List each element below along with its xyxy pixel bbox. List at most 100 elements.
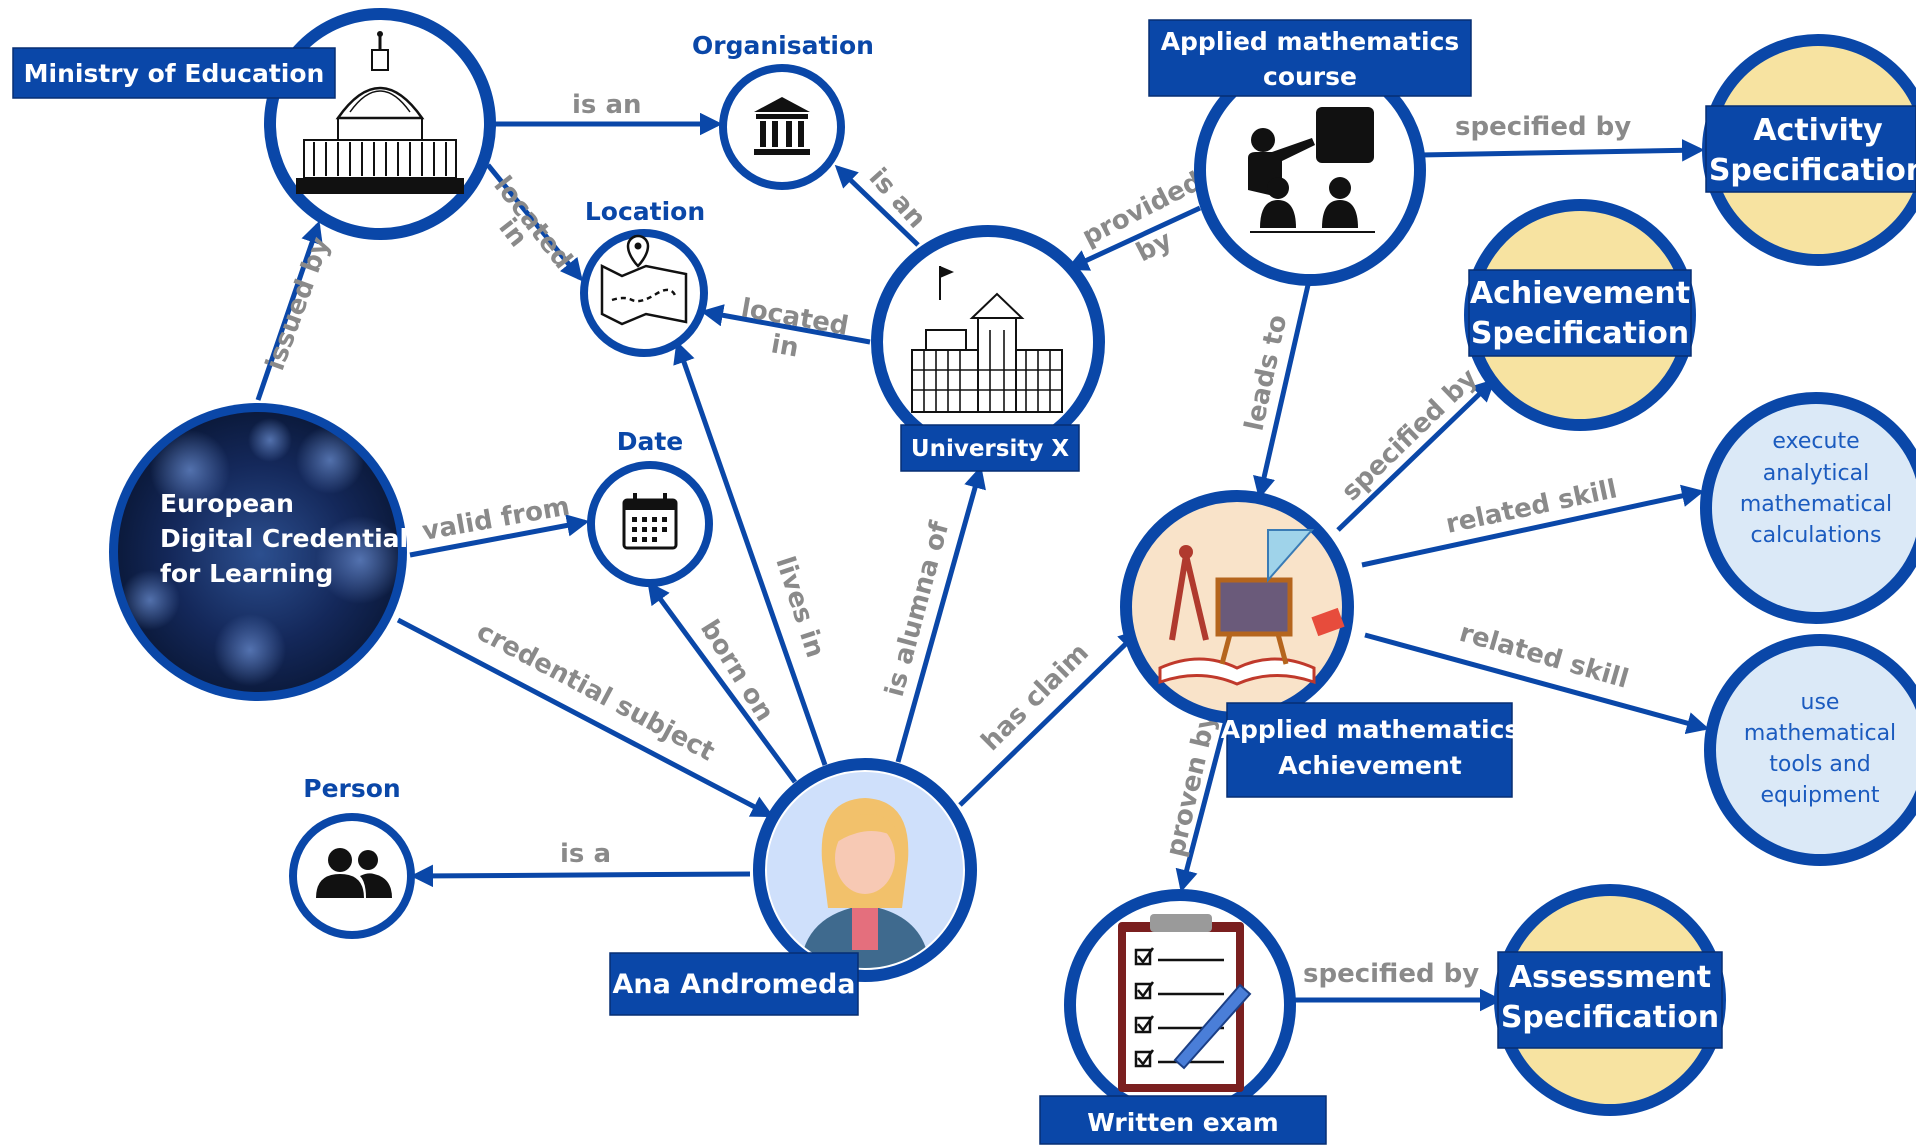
edge-related-skill-2: [1364, 632, 1710, 735]
label-by: by: [1132, 225, 1177, 268]
edge-lives-in: [673, 340, 828, 766]
skill-2-line-4: equipment: [1760, 783, 1879, 808]
clipboard-checklist-icon: [1118, 914, 1252, 1092]
achievement-line-1: Applied mathematics: [1221, 715, 1520, 744]
label-is-alumna-of: is alumna of: [880, 518, 956, 700]
node-skill-1: execute analytical mathematical calculat…: [1700, 392, 1916, 624]
assessment-spec-line-1: Assessment: [1509, 960, 1711, 995]
label-credential-subject: credential subject: [472, 617, 720, 768]
label-has-claim: has claim: [976, 638, 1095, 757]
university-label: University X: [911, 436, 1069, 462]
activity-spec-line-1: Activity: [1753, 113, 1883, 148]
achievement-spec-box: [1468, 269, 1692, 357]
skill-1-line-1: execute: [1772, 429, 1859, 454]
node-ana: Ana Andromeda: [609, 758, 977, 1016]
edge-leads-to: [1253, 284, 1311, 500]
organisation-title: Organisation: [692, 31, 874, 60]
label-born-on: born on: [694, 615, 779, 727]
node-ministry: Ministry of Education: [12, 8, 496, 240]
exam-label-box: [1039, 1095, 1327, 1145]
achievement-line-2: Achievement: [1278, 751, 1462, 780]
credential-line-3: for Learning: [160, 559, 333, 588]
assessment-spec-box: [1497, 951, 1723, 1049]
label-univ-in: in: [769, 329, 801, 363]
skill-2-line-3: tools and: [1769, 752, 1871, 777]
node-assessment-spec: Assessment Specification: [1494, 884, 1726, 1116]
edge-born-on: [647, 581, 798, 784]
ministry-label-box: [12, 47, 336, 99]
woman-avatar-icon: [767, 772, 963, 968]
math-tools-book-icon: [1158, 529, 1345, 686]
skill-1-line-4: calculations: [1751, 523, 1882, 548]
edge-ministry-located-in: [486, 163, 583, 282]
course-line-2: course: [1263, 62, 1357, 91]
location-title: Location: [585, 197, 705, 226]
node-university: University X: [871, 225, 1105, 472]
node-skill-2: use mathematical tools and equipment: [1704, 634, 1916, 866]
edge-related-skill-1: [1361, 484, 1705, 568]
edge-course-specified-by: [1419, 139, 1705, 162]
activity-spec-line-2: Specification: [1709, 153, 1916, 188]
map-pin-icon: [600, 234, 688, 326]
node-credential: European Digital Credentials for Learnin…: [109, 403, 423, 701]
edge-has-claim: [958, 628, 1142, 807]
node-course: Applied mathematics course: [1148, 19, 1472, 286]
university-building-icon: [911, 266, 1063, 413]
teacher-students-icon: [1240, 100, 1380, 235]
skill-2-line-2: mathematical: [1744, 721, 1896, 746]
label-issued-by: issued by: [260, 233, 336, 374]
label-ministry-located: located: [487, 171, 577, 275]
university-label-box: [900, 424, 1080, 472]
assessment-spec-line-2: Specification: [1501, 1000, 1719, 1035]
node-exam: Written exam: [1039, 889, 1327, 1145]
ana-label: Ana Andromeda: [612, 969, 855, 1000]
activity-spec-box: [1705, 105, 1916, 193]
institution-icon: [754, 97, 810, 155]
credential-bokeh-background: [118, 412, 398, 692]
label-ach-specified-by: specified by: [1336, 363, 1484, 507]
edge-univ-located-in: [700, 304, 871, 345]
skill-1-line-3: mathematical: [1740, 492, 1892, 517]
credential-line-2: Digital Credentials: [160, 524, 423, 553]
edges: [255, 112, 1710, 1012]
node-location: Location: [580, 197, 708, 357]
edge-is-a: [410, 864, 751, 888]
label-is-a: is a: [560, 839, 611, 869]
skill-1-line-2: analytical: [1763, 461, 1869, 486]
node-activity-spec: Activity Specification: [1702, 34, 1916, 266]
ana-label-box: [609, 952, 859, 1016]
edge-is-alumna-of: [895, 465, 986, 763]
credential-line-1: European: [160, 489, 294, 518]
label-leads-to: leads to: [1240, 312, 1294, 433]
label-proven-by: proven by: [1161, 710, 1223, 860]
ministry-label: Ministry of Education: [24, 59, 325, 88]
label-exam-specified-by: specified by: [1303, 959, 1479, 989]
edge-credential-subject: [396, 617, 774, 818]
capitol-building-icon: [296, 31, 464, 194]
achievement-label-box: [1226, 702, 1513, 798]
node-organisation: Organisation: [692, 31, 874, 190]
edge-issued-by: [255, 220, 323, 401]
edge-proven-by: [1175, 719, 1229, 893]
course-label-box: [1148, 19, 1472, 97]
calendar-icon: [622, 493, 678, 550]
edge-ach-specified-by: [1336, 378, 1496, 532]
node-date: Date: [587, 427, 713, 587]
edge-valid-from: [409, 514, 590, 558]
skill-2-line-1: use: [1801, 690, 1840, 715]
exam-label: Written exam: [1087, 1108, 1278, 1137]
edge-univ-is-an: [834, 164, 920, 247]
label-lives-in: lives in: [769, 553, 830, 662]
node-achievement: Applied mathematics Achievement: [1120, 490, 1520, 798]
label-ministry-is-an: is an: [572, 90, 642, 120]
date-title: Date: [617, 427, 684, 456]
node-achievement-spec: Achievement Specification: [1464, 199, 1696, 431]
edge-provided-by: [1065, 205, 1202, 271]
course-line-1: Applied mathematics: [1161, 27, 1460, 56]
achievement-spec-line-1: Achievement: [1470, 276, 1690, 311]
node-person: Person: [289, 774, 415, 939]
people-icon: [316, 848, 392, 898]
achievement-spec-line-2: Specification: [1471, 316, 1689, 351]
person-title: Person: [303, 774, 400, 803]
